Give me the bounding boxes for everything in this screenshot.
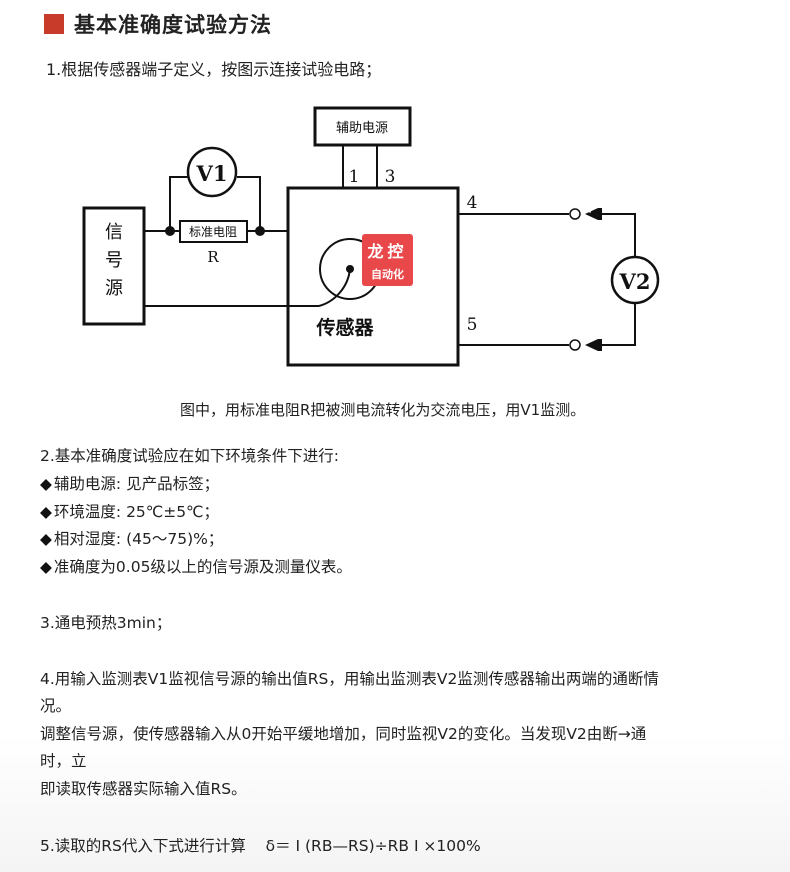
bottom-shade — [0, 735, 790, 872]
step-2-item: ◆准确度为0.05级以上的信号源及测量仪表。 — [40, 558, 352, 576]
terminal-4-label: 4 — [467, 193, 478, 213]
aux-power-label: 辅助电源 — [336, 121, 388, 136]
bullet-icon: ◆ — [40, 558, 52, 576]
section-title: 基本准确度试验方法 — [74, 13, 272, 37]
step-2-item: ◆环境温度: 25℃±5℃； — [40, 503, 219, 521]
test-circuit-diagram: 辅助电源 1 3 4 5 信 号 源 V1 V2 标准电阻 R 传感器 — [82, 106, 660, 367]
v2-label: V2 — [619, 269, 651, 294]
watermark-bottom-text: 自动化 — [371, 268, 404, 281]
v1-label: V1 — [196, 161, 228, 186]
bullet-icon: ◆ — [40, 503, 52, 521]
terminal-1-label: 1 — [349, 167, 360, 187]
step-2-item: ◆相对湿度: (45～75)%； — [40, 530, 224, 548]
bullet-icon: ◆ — [40, 530, 52, 548]
signal-source-char-1: 信 — [105, 222, 123, 243]
step-1-text: 1.根据传感器端子定义，按图示连接试验电路； — [46, 60, 382, 79]
watermark-top-text: 龙控 — [367, 242, 408, 261]
bullet-icon: ◆ — [40, 475, 52, 493]
step-4-line: 况。 — [40, 697, 72, 715]
step-4-line: 即读取传感器实际输入值RS。 — [40, 780, 247, 798]
diagram-caption: 图中，用标准电阻R把被测电流转化为交流电压，用V1监测。 — [180, 401, 586, 419]
aux-power-box — [313, 106, 412, 147]
watermark-logo: 龙控 自动化 — [362, 234, 413, 286]
section-marker-icon — [44, 14, 64, 34]
step-4-line: 调整信号源，使传感器输入从0开始平缓地增加，同时监视V2的变化。当发现V2由断→… — [40, 725, 647, 743]
step-3-text: 3.通电预热3min； — [40, 614, 172, 632]
terminal-5-label: 5 — [467, 315, 478, 335]
step-4-line: 时，立 — [40, 752, 87, 770]
step-4-line: 4.用输入监测表V1监视信号源的输出值RS，用输出监测表V2监测传感器输出两端的… — [40, 670, 659, 688]
signal-source-box — [82, 206, 146, 326]
signal-source-char-2: 号 — [105, 250, 123, 271]
standard-resistor — [179, 220, 248, 243]
resistor-symbol: R — [207, 248, 219, 266]
section-header: 基本准确度试验方法 — [44, 12, 272, 37]
sensor-label: 传感器 — [315, 316, 374, 339]
probe-top — [585, 208, 602, 220]
terminal-top-icon — [569, 208, 581, 220]
step-2-item: ◆辅助电源: 见产品标签； — [40, 475, 220, 493]
step-2-intro: 2.基本准确度试验应在如下环境条件下进行: — [40, 447, 340, 465]
terminal-3-label: 3 — [385, 167, 396, 187]
probe-bottom — [585, 339, 602, 351]
step-5-formula: 5.读取的RS代入下式进行计算 δ＝ I (RB—RS)÷RB I ×100% — [40, 837, 481, 855]
signal-source-char-3: 源 — [105, 278, 123, 299]
v2-meter — [610, 255, 660, 305]
sensor-box — [286, 186, 460, 367]
v1-meter — [186, 146, 238, 198]
terminal-bottom-icon — [569, 339, 581, 351]
resistor-label: 标准电阻 — [189, 225, 237, 239]
